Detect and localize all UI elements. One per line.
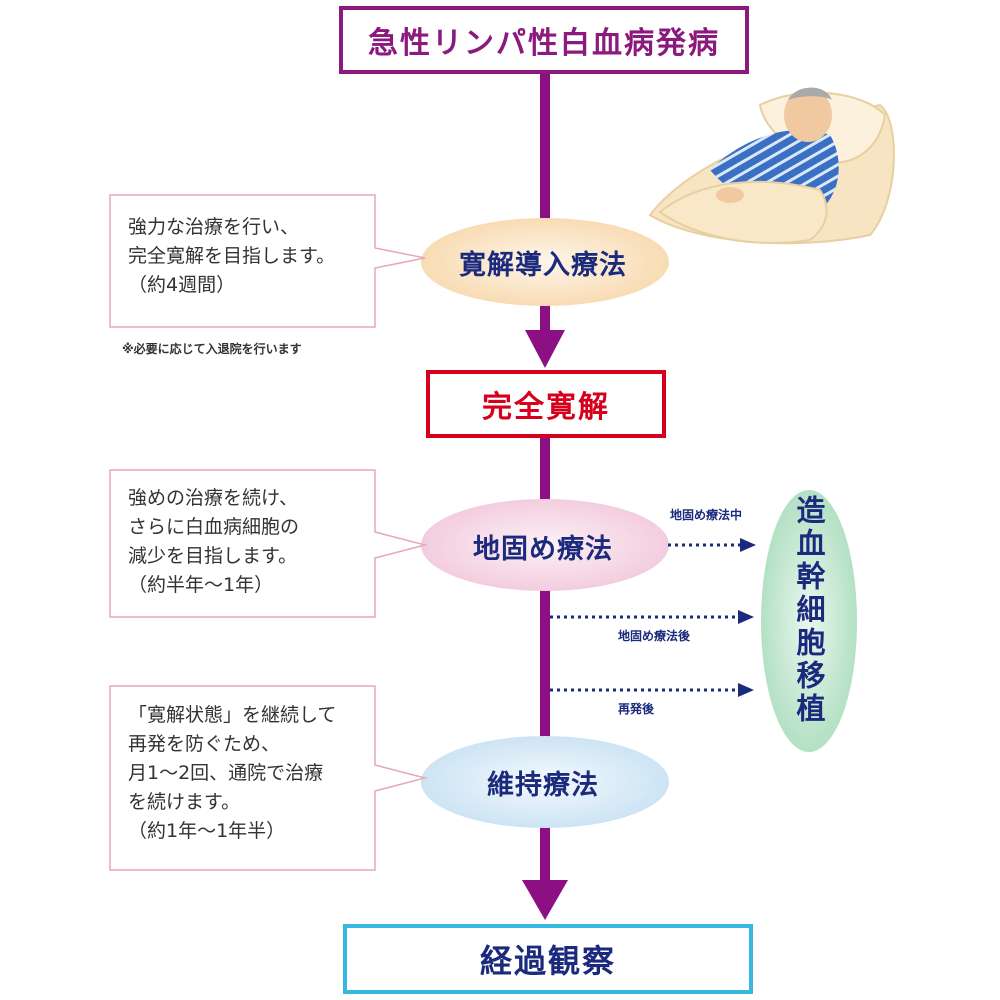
consolidation-therapy-label: 地固め療法 [473, 533, 613, 565]
maintenance-therapy-label: 維持療法 [487, 769, 599, 801]
consolidation-note: 強めの治療を続け、 さらに白血病細胞の 減少を目指します。 （約半年〜1年） [128, 487, 300, 596]
arrow-label-during-consolidation: 地固め療法中 [670, 508, 743, 522]
induction-therapy-label: 寛解導入療法 [459, 249, 627, 281]
footnote: ※必要に応じて入退院を行います [122, 342, 302, 356]
stem-cell-transplant-label: 造血幹細胞移植 [792, 494, 826, 726]
arrow-head-to-remission [525, 330, 565, 368]
arrowhead-2 [738, 610, 754, 624]
maintenance-note: 「寛解状態」を継続して 再発を防ぐため、 月1〜2回、通院で治療 を続けます。 … [128, 704, 337, 842]
induction-oval [421, 218, 669, 306]
induction-note: 強力な治療を行い、 完全寛解を目指します。 （約4週間） [128, 216, 336, 296]
maintenance-oval [421, 736, 669, 828]
follow-up-box: 経過観察 [343, 924, 753, 994]
note-callout-maintenance [109, 685, 428, 871]
arrowhead-1 [740, 538, 756, 552]
follow-up-text: 経過観察 [479, 942, 616, 980]
arrow-label-after-consolidation: 地固め療法後 [618, 629, 691, 643]
arrow-head-to-followup [522, 880, 568, 920]
arrow-label-after-relapse: 再発後 [618, 702, 655, 716]
main-flow-line [522, 74, 568, 920]
note-callout-induction [109, 194, 426, 328]
dotted-arrows [550, 543, 742, 692]
complete-remission-box: 完全寛解 [426, 370, 666, 438]
title-text: 急性リンパ性白血病発病 [368, 26, 720, 61]
consolidation-oval [421, 499, 669, 591]
complete-remission-text: 完全寛解 [482, 390, 610, 425]
patient-in-bed-illustration [648, 87, 895, 245]
transplant-oval [761, 490, 857, 752]
note-callout-consolidation [109, 469, 428, 618]
title-box: 急性リンパ性白血病発病 [339, 6, 749, 74]
arrowhead-3 [738, 683, 754, 697]
